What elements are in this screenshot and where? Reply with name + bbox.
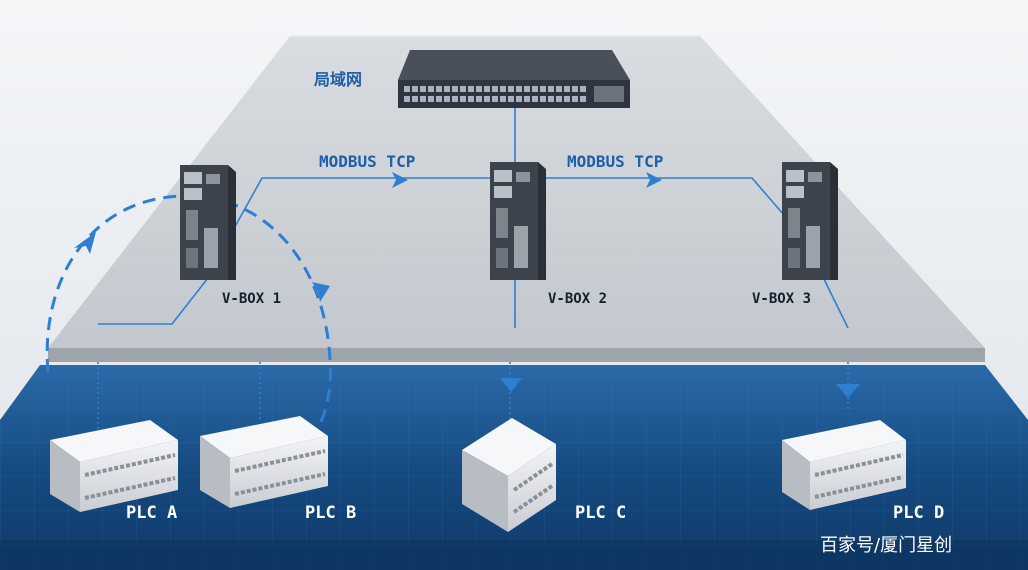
vbox-1-label: V-BOX 1 <box>222 291 281 307</box>
lan-label: 局域网 <box>314 70 362 89</box>
link-vbox1-vbox2 <box>231 177 512 233</box>
gateway-vbox-1 <box>180 165 236 280</box>
plc-d-device <box>782 420 906 510</box>
vbox-3-label: V-BOX 3 <box>752 291 811 307</box>
gateway-vbox-3 <box>782 162 838 280</box>
protocol-label-1: MODBUS TCP <box>319 152 415 171</box>
connection-lines <box>97 108 849 430</box>
network-switch <box>398 50 630 108</box>
arrow-right-2 <box>646 172 662 188</box>
flow-arrows <box>74 172 860 398</box>
vbox-2-label: V-BOX 2 <box>548 291 607 307</box>
plc-b-device <box>200 416 328 508</box>
watermark: 百家号/厦门星创 <box>820 535 952 556</box>
plc-c-device <box>462 418 556 532</box>
arrow-loop-1 <box>74 232 96 254</box>
plc-b-label: PLC B <box>305 503 356 523</box>
plc-a-label: PLC A <box>126 503 177 523</box>
plc-d-label: PLC D <box>893 503 944 523</box>
arrow-down-c <box>500 378 522 392</box>
plc-a-device <box>50 420 178 512</box>
plc-c-label: PLC C <box>575 503 626 523</box>
gateway-vbox-2 <box>490 162 546 280</box>
link-vbox3-down <box>821 274 849 329</box>
protocol-label-2: MODBUS TCP <box>567 152 663 171</box>
arrow-right-1 <box>392 172 408 188</box>
link-vbox1-platform <box>98 277 209 325</box>
link-vbox2-vbox3 <box>520 177 791 223</box>
wireless-loop <box>45 194 332 433</box>
arrow-loop-2 <box>312 282 330 302</box>
arrow-down-d <box>836 384 860 398</box>
